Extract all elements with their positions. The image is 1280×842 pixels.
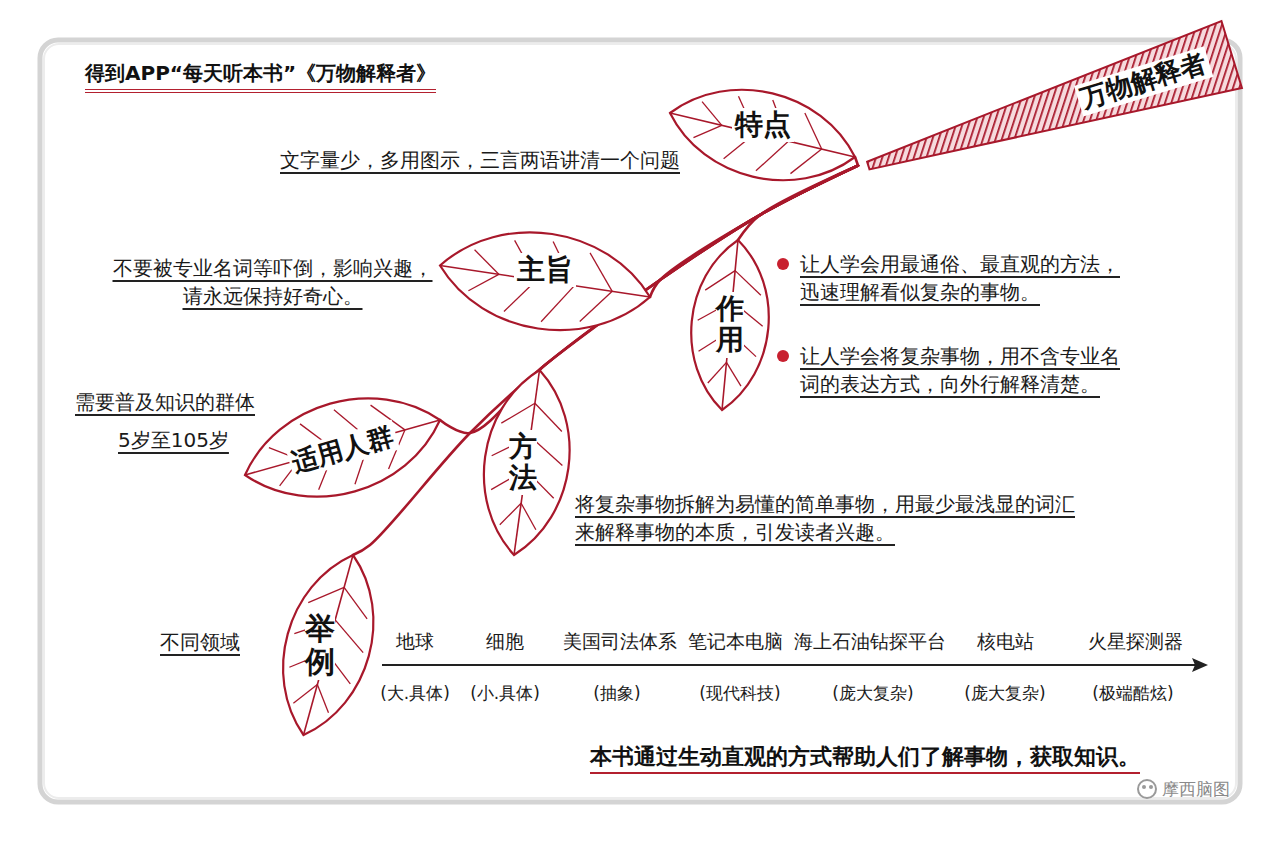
example-tag: (抽象) — [593, 682, 640, 706]
example-item: 细胞 — [486, 628, 524, 655]
leaf-vein — [541, 286, 574, 322]
leaf-vein — [726, 362, 741, 386]
audience-note: 5岁至105岁 — [118, 426, 229, 454]
card-frame — [40, 40, 1240, 802]
example-item: 火星探测器 — [1088, 628, 1183, 655]
leaf-title: 特点 — [732, 108, 794, 142]
axis-line — [382, 664, 1196, 666]
leaf-title: 举例 — [305, 610, 335, 680]
example-tag: (大.具体) — [380, 682, 450, 706]
leaf-vein — [293, 685, 317, 704]
watermark-icon — [1149, 785, 1153, 789]
leaf-outline — [245, 398, 440, 496]
leaf-vein — [790, 149, 821, 174]
axis-arrowhead — [1192, 658, 1208, 672]
audience-note: 需要普及知识的群体 — [75, 388, 255, 416]
leaf-vein — [805, 113, 822, 149]
leaf-title: 作用 — [716, 292, 744, 358]
watermark: 摩西脑图 — [1162, 778, 1230, 802]
leaf-title: 主旨 — [514, 253, 576, 287]
page-title: 得到APP“每天听本书”《万物解释者》 — [85, 60, 436, 93]
effect-note: 让人学会用最通俗、最直观的方法，迅速理解看似复杂的事物。 — [800, 250, 1130, 306]
leaf-vein — [344, 587, 367, 618]
leaf-vein — [500, 503, 521, 525]
leaf-vein — [335, 620, 363, 653]
example-item: 海上石油钻探平台 — [794, 628, 946, 655]
trunk-band: 万物解释者 — [858, 21, 1242, 199]
leaf-node: 作用 — [690, 240, 770, 410]
example-item: 核电站 — [977, 628, 1034, 655]
example-tag: (现代科技) — [699, 682, 780, 706]
leaf-outline — [670, 90, 855, 180]
example-item: 美国司法体系 — [563, 628, 677, 655]
leaf-title: 方法 — [509, 430, 537, 496]
leaf-vein — [580, 291, 612, 321]
example-item: 地球 — [396, 628, 434, 655]
leaf-node: 适用人群 — [245, 400, 440, 500]
leaf-node: 方法 — [480, 370, 565, 555]
watermark-icon — [1142, 785, 1146, 789]
example-tag: (小.具体) — [470, 682, 540, 706]
leaf-outline — [691, 240, 769, 410]
trunk-shape — [858, 21, 1242, 199]
leaf-vein — [468, 274, 498, 290]
leaf-vein — [317, 685, 328, 713]
leaf-vein — [521, 503, 536, 530]
feature-note: 文字量少，多用图示，三言两语讲清一个问题 — [280, 146, 680, 174]
theme-note: 不要被专业名词等吓倒，影响兴趣，请永远保持好奇心。 — [110, 254, 435, 310]
leaf-node: 主旨 — [440, 225, 650, 315]
card-inner-frame — [44, 44, 1236, 798]
leaf-vein — [702, 102, 722, 126]
leaf-vein — [535, 403, 562, 431]
leaf-midrib — [304, 555, 354, 735]
branch-stem — [440, 166, 858, 434]
leaf-outline — [440, 232, 650, 330]
axis-title: 不同领域 — [160, 628, 240, 656]
example-item: 笔记本电脑 — [688, 628, 783, 655]
caption: 本书通过生动直观的方式帮助人们了解事物，获取知识。 — [590, 742, 1140, 774]
effect-note: 让人学会将复杂事物，用不含专业名词的表达方式，向外行解释清楚。 — [800, 342, 1130, 398]
leaf-vein — [693, 125, 721, 137]
leaf-vein — [308, 587, 344, 602]
example-tag: (极端酷炫) — [1092, 682, 1173, 706]
leaf-vein — [708, 362, 727, 383]
leaf-vein — [705, 271, 735, 290]
leaf-vein — [475, 250, 499, 275]
leaf-vein — [756, 141, 788, 171]
leaf-node: 特点 — [670, 85, 855, 165]
example-tag: (庞大复杂) — [964, 682, 1045, 706]
method-note: 将复杂事物拆解为易懂的简单事物，用最少最浅显的词汇来解释事物的本质，引发读者兴趣… — [575, 490, 1085, 546]
leaf-outline — [484, 370, 570, 555]
leaf-vein — [501, 403, 535, 423]
branch-stem — [855, 157, 858, 166]
example-tag: (庞大复杂) — [832, 682, 913, 706]
watermark-icon — [1138, 780, 1156, 798]
leaf-node: 举例 — [265, 555, 375, 735]
leaf-outline — [283, 555, 373, 735]
trunk-band-shape — [858, 21, 1242, 199]
bullet-dot — [777, 258, 789, 270]
leaf-vein — [590, 253, 612, 291]
bullet-dot — [777, 350, 789, 362]
